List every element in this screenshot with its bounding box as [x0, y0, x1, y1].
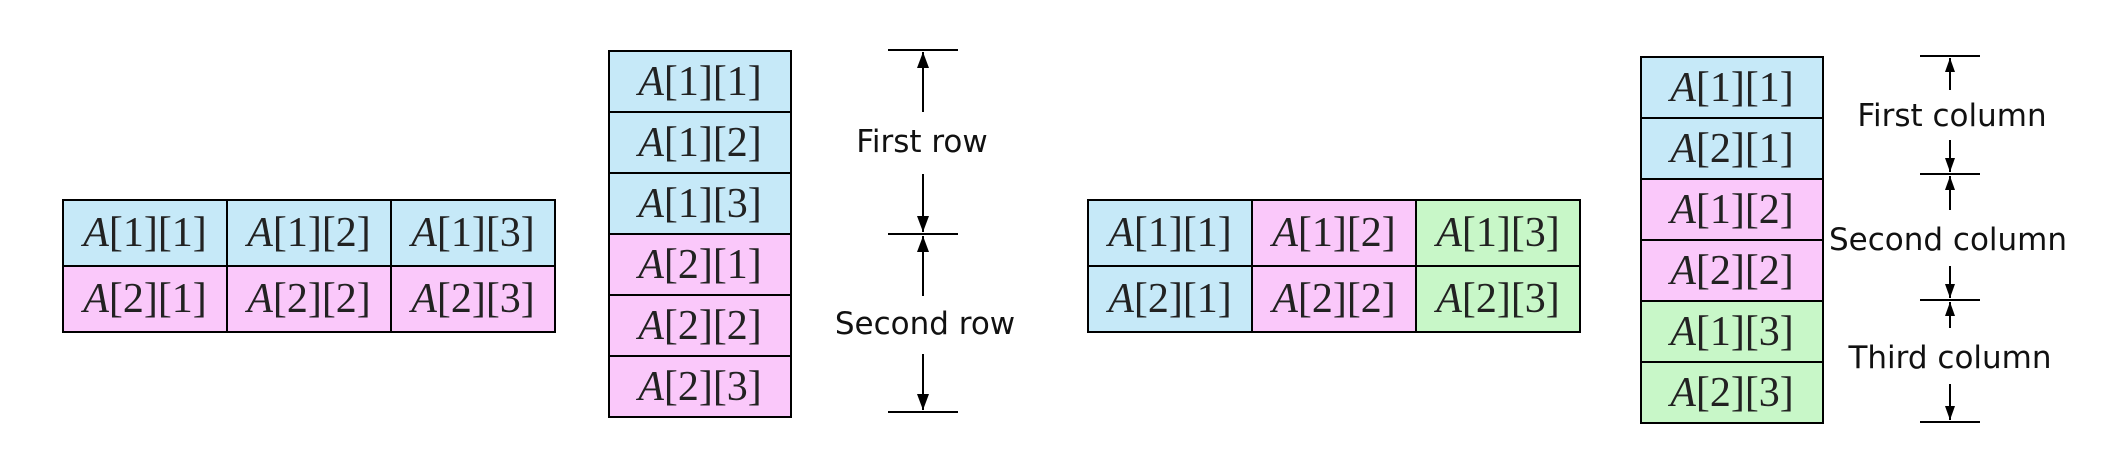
matrix-cell: A[2][3]	[1415, 265, 1581, 333]
matrix-variable: A	[411, 276, 437, 322]
second-row-label: Second row	[834, 306, 1016, 342]
matrix-cell: A[2][3]	[390, 265, 556, 333]
matrix-cell: A[2][1]	[1087, 265, 1253, 333]
element-index: [1][3]	[1695, 308, 1794, 355]
row-major-cell: A[1][1]	[608, 50, 792, 113]
column-major-cell: A[1][3]	[1640, 300, 1824, 363]
element-index: [1][1]	[108, 210, 207, 256]
element-index: [2][3]	[663, 363, 762, 410]
first-column-down-arrowhead	[1945, 158, 1955, 172]
second-column-down-arrowhead	[1945, 284, 1955, 298]
matrix-variable: A	[1670, 308, 1696, 355]
second-row-down-arrowhead	[917, 394, 929, 410]
matrix-variable: A	[1272, 210, 1298, 256]
matrix-variable: A	[1670, 247, 1696, 294]
third-column-label: Third column	[1848, 340, 2052, 376]
matrix-variable: A	[1108, 210, 1134, 256]
element-index: [1][2]	[1695, 186, 1794, 233]
first-column-up-arrowhead	[1945, 58, 1955, 72]
element-index: [2][3]	[1461, 276, 1560, 322]
column-major-cell: A[2][1]	[1640, 117, 1824, 180]
element-index: [2][2]	[272, 276, 371, 322]
matrix-cell: A[2][1]	[62, 265, 228, 333]
matrix-variable: A	[638, 180, 664, 227]
matrix-variable: A	[638, 363, 664, 410]
first-row-label: First row	[856, 124, 988, 160]
matrix-variable: A	[83, 276, 109, 322]
column-major-cell: A[2][2]	[1640, 239, 1824, 302]
element-index: [2][3]	[1695, 369, 1794, 416]
element-index: [2][2]	[663, 302, 762, 349]
element-index: [2][1]	[1695, 125, 1794, 172]
matrix-variable: A	[638, 119, 664, 166]
matrix-variable: A	[1272, 276, 1298, 322]
element-index: [2][2]	[1297, 276, 1396, 322]
matrix-variable: A	[247, 210, 273, 256]
row-major-cell: A[2][3]	[608, 355, 792, 418]
first-column-label: First column	[1857, 98, 2047, 134]
matrix-variable: A	[1670, 369, 1696, 416]
matrix-cell: A[1][1]	[62, 199, 228, 267]
element-index: [2][1]	[1133, 276, 1232, 322]
matrix-variable: A	[638, 302, 664, 349]
element-index: [1][1]	[1695, 64, 1794, 111]
matrix-variable: A	[1436, 276, 1462, 322]
element-index: [2][1]	[108, 276, 207, 322]
column-major-cell: A[2][3]	[1640, 361, 1824, 424]
matrix-cell: A[1][1]	[1087, 199, 1253, 267]
matrix-variable: A	[1670, 125, 1696, 172]
element-index: [1][3]	[436, 210, 535, 256]
matrix-variable: A	[1670, 186, 1696, 233]
element-index: [2][2]	[1695, 247, 1794, 294]
element-index: [1][1]	[663, 58, 762, 105]
first-row-up-arrowhead	[917, 52, 929, 68]
row-major-cell: A[2][1]	[608, 233, 792, 296]
matrix-variable: A	[1436, 210, 1462, 256]
element-index: [1][3]	[663, 180, 762, 227]
matrix-variable: A	[1108, 276, 1134, 322]
matrix-variable: A	[638, 241, 664, 288]
column-major-cell: A[1][2]	[1640, 178, 1824, 241]
element-index: [2][3]	[436, 276, 535, 322]
element-index: [1][1]	[1133, 210, 1232, 256]
matrix-variable: A	[1670, 64, 1696, 111]
matrix-variable: A	[638, 58, 664, 105]
element-index: [1][3]	[1461, 210, 1560, 256]
element-index: [2][1]	[663, 241, 762, 288]
matrix-variable: A	[411, 210, 437, 256]
element-index: [1][2]	[663, 119, 762, 166]
row-major-cell: A[1][3]	[608, 172, 792, 235]
matrix-variable: A	[83, 210, 109, 256]
matrix-cell: A[2][2]	[1251, 265, 1417, 333]
row-major-cell: A[1][2]	[608, 111, 792, 174]
row-major-cell: A[2][2]	[608, 294, 792, 357]
first-row-down-arrowhead	[917, 216, 929, 232]
matrix-variable: A	[247, 276, 273, 322]
element-index: [1][2]	[272, 210, 371, 256]
element-index: [1][2]	[1297, 210, 1396, 256]
third-column-down-arrowhead	[1945, 406, 1955, 420]
second-column-label: Second column	[1828, 222, 2068, 258]
